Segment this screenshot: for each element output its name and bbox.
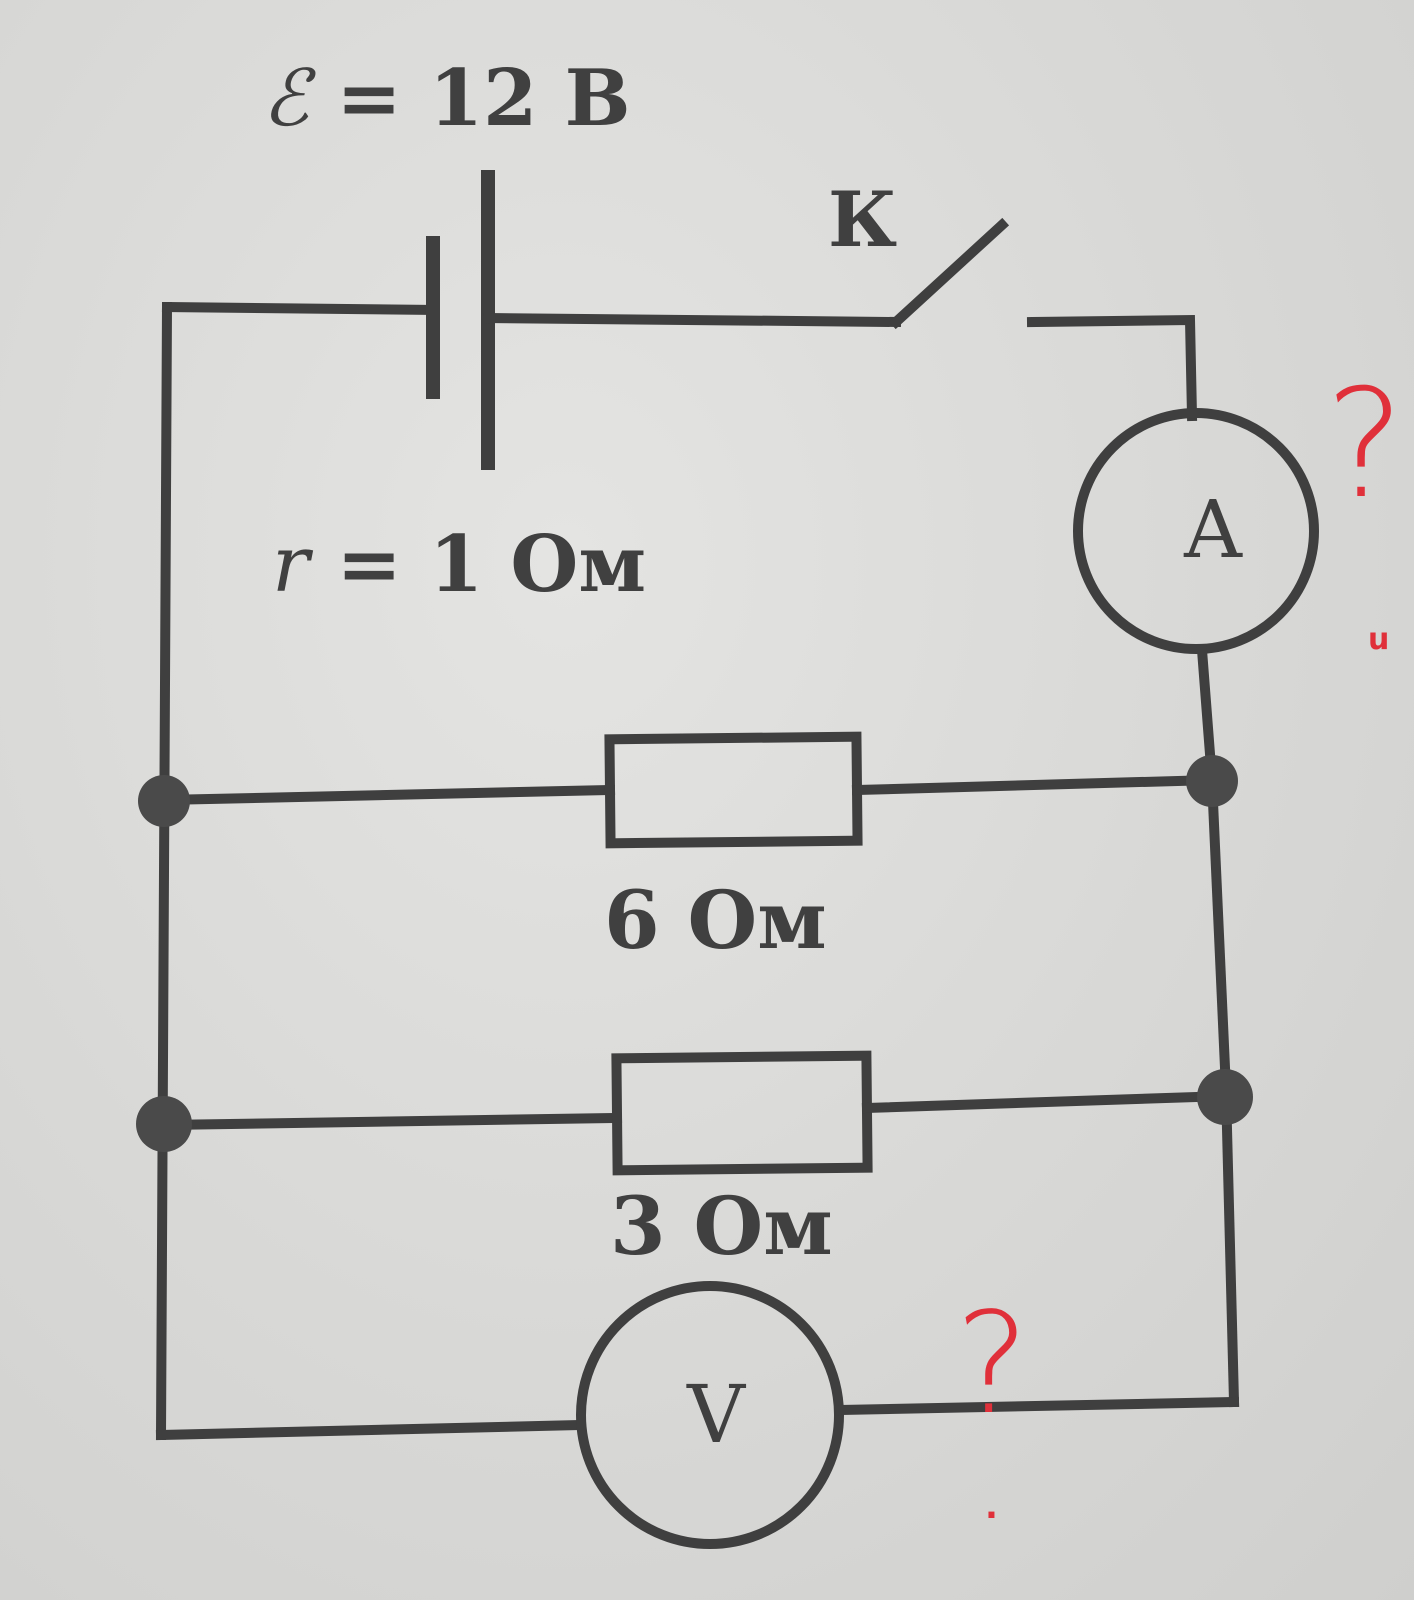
ammeter-letter: A xyxy=(1184,483,1242,576)
switch-blade xyxy=(888,217,1010,330)
resistor-6-label: 6 Ом xyxy=(604,873,827,967)
branch-3-right-wire xyxy=(861,1090,1232,1114)
ammeter-question-mark: ? xyxy=(1325,358,1405,532)
right-wire-lower xyxy=(1220,1084,1240,1408)
top-middle-wire xyxy=(482,312,902,328)
right-wire-middle xyxy=(1206,774,1232,1096)
top-left-wire xyxy=(161,301,439,316)
ammeter-circle xyxy=(1073,408,1319,654)
branch-3-left-wire xyxy=(157,1112,623,1131)
junction-right-upper xyxy=(1186,755,1238,807)
emf-label: ℰ = 12 В xyxy=(262,60,631,139)
branch-6-left-wire xyxy=(157,784,616,806)
resistor-3-body xyxy=(611,1050,873,1176)
junction-left-lower xyxy=(136,1096,192,1152)
branch-6-right-wire xyxy=(851,774,1218,796)
voltmeter-question-mark: ? xyxy=(955,1283,1030,1446)
resistor-6-body xyxy=(604,731,863,849)
internal-resistance-label: r = 1 Ом xyxy=(272,526,646,605)
junction-right-lower xyxy=(1197,1069,1253,1125)
ammeter-handwritten-mark: u xyxy=(1368,622,1390,657)
junction-left-upper xyxy=(138,775,190,827)
voltmeter-left-wire xyxy=(155,1419,586,1441)
voltmeter-letter: V xyxy=(687,1368,745,1461)
switch-label: К xyxy=(828,175,898,264)
voltmeter-handwritten-mark: . xyxy=(985,1487,998,1527)
left-wire xyxy=(155,301,173,1441)
emf-value: = 12 В xyxy=(309,53,631,144)
voltmeter-right-wire xyxy=(834,1396,1240,1416)
resistor-3-label: 3 Ом xyxy=(610,1179,833,1273)
emf-symbol: ℰ xyxy=(262,54,310,144)
internal-resistance-symbol: r xyxy=(272,520,310,610)
top-right-wire xyxy=(1026,314,1198,422)
internal-resistance-value: = 1 Ом xyxy=(309,519,647,610)
